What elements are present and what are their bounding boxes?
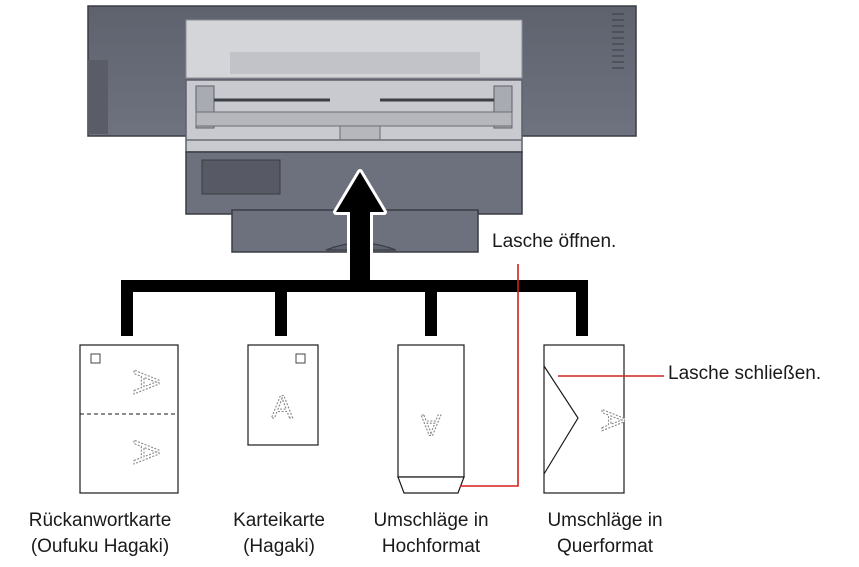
- envelope-flap-open: [397, 476, 465, 494]
- paper-stack-inner: [230, 52, 480, 74]
- printer-illustration: [87, 5, 637, 253]
- printer-vent: [612, 13, 624, 69]
- glyph-a: A: [421, 408, 441, 441]
- up-arrow-icon: [333, 169, 387, 283]
- caption-index-card-line2: (Hagaki): [243, 536, 315, 557]
- caption-envelope-landscape-line1: Umschläge in: [547, 510, 663, 531]
- caption-index-card-line1: Karteikarte: [233, 510, 325, 531]
- callout-lines: [460, 264, 664, 487]
- small-square-icon: [90, 353, 101, 364]
- glyph-a: A: [595, 409, 631, 431]
- printer-side-panel-left: [88, 60, 108, 134]
- glyph-a-lower: A: [126, 440, 167, 464]
- connector-stem-2: [275, 286, 287, 336]
- caption-return-postcard-line1: Rückanwortkarte: [28, 510, 172, 531]
- caption-envelope-landscape: Umschläge in Querformat: [530, 508, 680, 560]
- envelope-portrait-illustration: A: [397, 344, 465, 494]
- connector-tree: [121, 280, 588, 336]
- caption-index-card: Karteikarte (Hagaki): [214, 508, 344, 560]
- callout-open-flap-line: [460, 264, 519, 487]
- caption-return-postcard-line2: (Oufuku Hagaki): [30, 536, 170, 557]
- envelope-landscape-illustration: A: [543, 344, 632, 494]
- connector-bar: [121, 280, 588, 292]
- small-square-icon: [295, 353, 306, 364]
- caption-envelope-portrait-line1: Umschläge in: [373, 510, 489, 531]
- connector-stem-4: [576, 286, 588, 336]
- caption-envelope-portrait-line2: Hochformat: [381, 536, 481, 557]
- connector-stem-3: [425, 286, 437, 336]
- caption-return-postcard: Rückanwortkarte (Oufuku Hagaki): [10, 508, 190, 560]
- glyph-a-upper: A: [126, 370, 167, 394]
- return-postcard-illustration: A A: [79, 344, 179, 494]
- connector-stem-1: [121, 286, 133, 336]
- index-card-illustration: A: [247, 344, 319, 446]
- callout-open-flap: Lasche öffnen.: [492, 231, 617, 252]
- caption-envelope-landscape-line2: Querformat: [556, 536, 654, 557]
- tray-label-plate: [201, 159, 281, 195]
- glyph-a: A: [271, 389, 293, 425]
- callout-close-flap: Lasche schließen.: [668, 363, 822, 384]
- envelope-flap-closed: [543, 365, 579, 475]
- caption-envelope-portrait: Umschläge in Hochformat: [356, 508, 506, 560]
